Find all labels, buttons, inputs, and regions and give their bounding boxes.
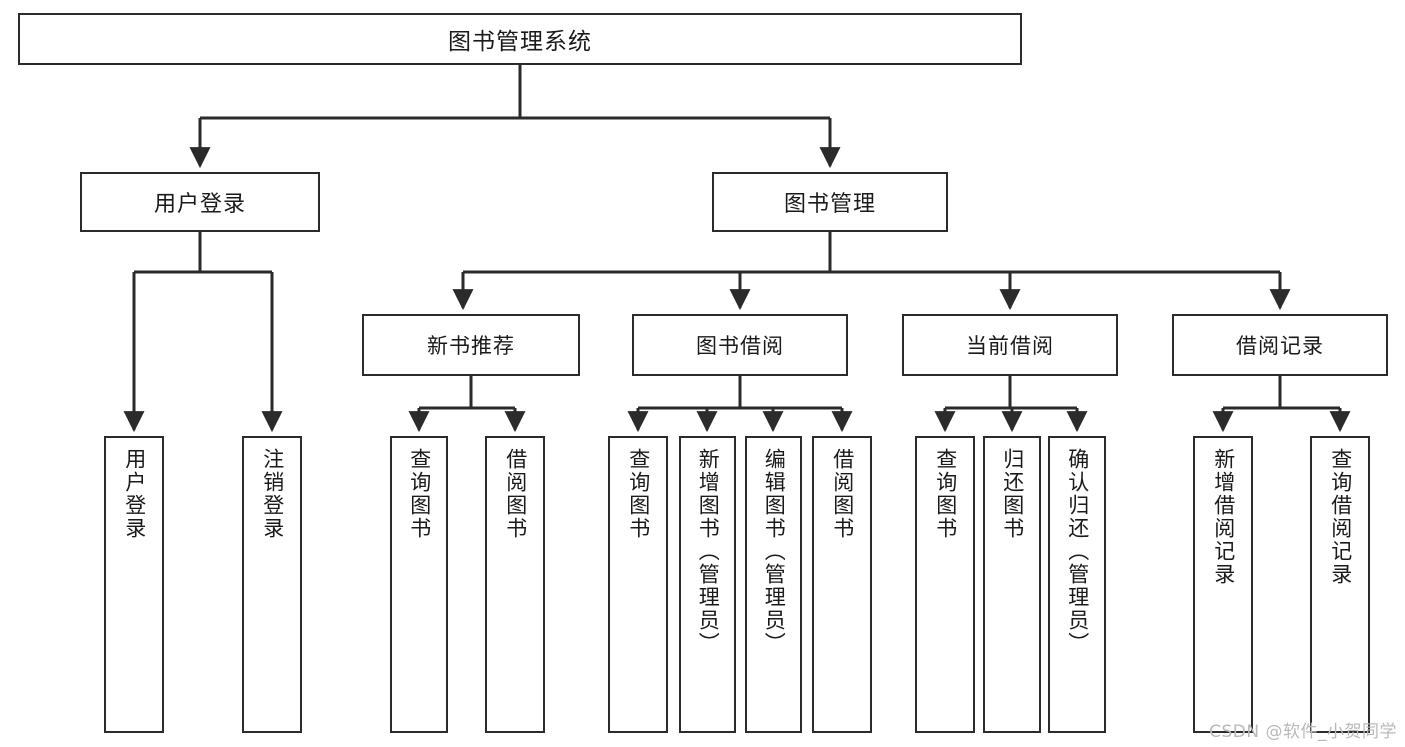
leaf-node-label: 新增借阅记录 xyxy=(1211,448,1236,586)
leaf-node[interactable]: 查询借阅记录 xyxy=(1310,436,1370,733)
leaf-node-label: 确认归还（管理员） xyxy=(1065,448,1090,655)
leaf-node-label: 借阅图书 xyxy=(830,448,855,540)
leaf-node[interactable]: 用户登录 xyxy=(104,436,164,733)
node-book-management-label: 图书管理 xyxy=(783,192,876,217)
leaf-node[interactable]: 查询图书 xyxy=(915,436,975,733)
node-current-borrow[interactable]: 当前借阅 xyxy=(902,314,1118,376)
leaf-node-label: 查询图书 xyxy=(933,448,958,540)
watermark: CSDN @软件_小贺同学 xyxy=(1209,722,1397,742)
leaf-node[interactable]: 注销登录 xyxy=(242,436,302,733)
node-book-management[interactable]: 图书管理 xyxy=(712,172,948,232)
leaf-node-label: 编辑图书（管理员） xyxy=(762,448,787,655)
leaf-node-label: 查询借阅记录 xyxy=(1328,448,1353,586)
leaf-node[interactable]: 新增借阅记录 xyxy=(1193,436,1253,733)
leaf-node-label: 归还图书 xyxy=(1000,448,1025,540)
leaf-node-label: 借阅图书 xyxy=(503,448,528,540)
node-borrow-record[interactable]: 借阅记录 xyxy=(1172,314,1388,376)
node-user-login-label: 用户登录 xyxy=(153,192,246,217)
leaf-node[interactable]: 借阅图书 xyxy=(485,436,545,733)
node-current-borrow-label: 当前借阅 xyxy=(966,334,1054,358)
node-root-label: 图书管理系统 xyxy=(448,29,592,55)
leaf-node-label: 新增图书（管理员） xyxy=(696,448,721,655)
node-user-login[interactable]: 用户登录 xyxy=(80,172,320,232)
leaf-node-label: 查询图书 xyxy=(407,448,432,540)
node-new-book-recommend[interactable]: 新书推荐 xyxy=(362,314,580,376)
leaf-node[interactable]: 新增图书（管理员） xyxy=(679,436,736,733)
node-new-book-recommend-label: 新书推荐 xyxy=(427,334,515,358)
leaf-node-label: 用户登录 xyxy=(122,448,147,540)
leaf-node[interactable]: 编辑图书（管理员） xyxy=(745,436,802,733)
leaf-node-label: 查询图书 xyxy=(626,448,651,540)
leaf-node[interactable]: 确认归还（管理员） xyxy=(1048,436,1106,733)
leaf-node[interactable]: 查询图书 xyxy=(390,436,448,733)
node-root[interactable]: 图书管理系统 xyxy=(18,13,1022,65)
leaf-node[interactable]: 归还图书 xyxy=(983,436,1041,733)
node-book-borrow[interactable]: 图书借阅 xyxy=(632,314,848,376)
node-book-borrow-label: 图书借阅 xyxy=(696,334,784,358)
leaf-node[interactable]: 查询图书 xyxy=(608,436,668,733)
leaf-node[interactable]: 借阅图书 xyxy=(812,436,872,733)
node-borrow-record-label: 借阅记录 xyxy=(1236,334,1324,358)
leaf-node-label: 注销登录 xyxy=(260,448,285,540)
